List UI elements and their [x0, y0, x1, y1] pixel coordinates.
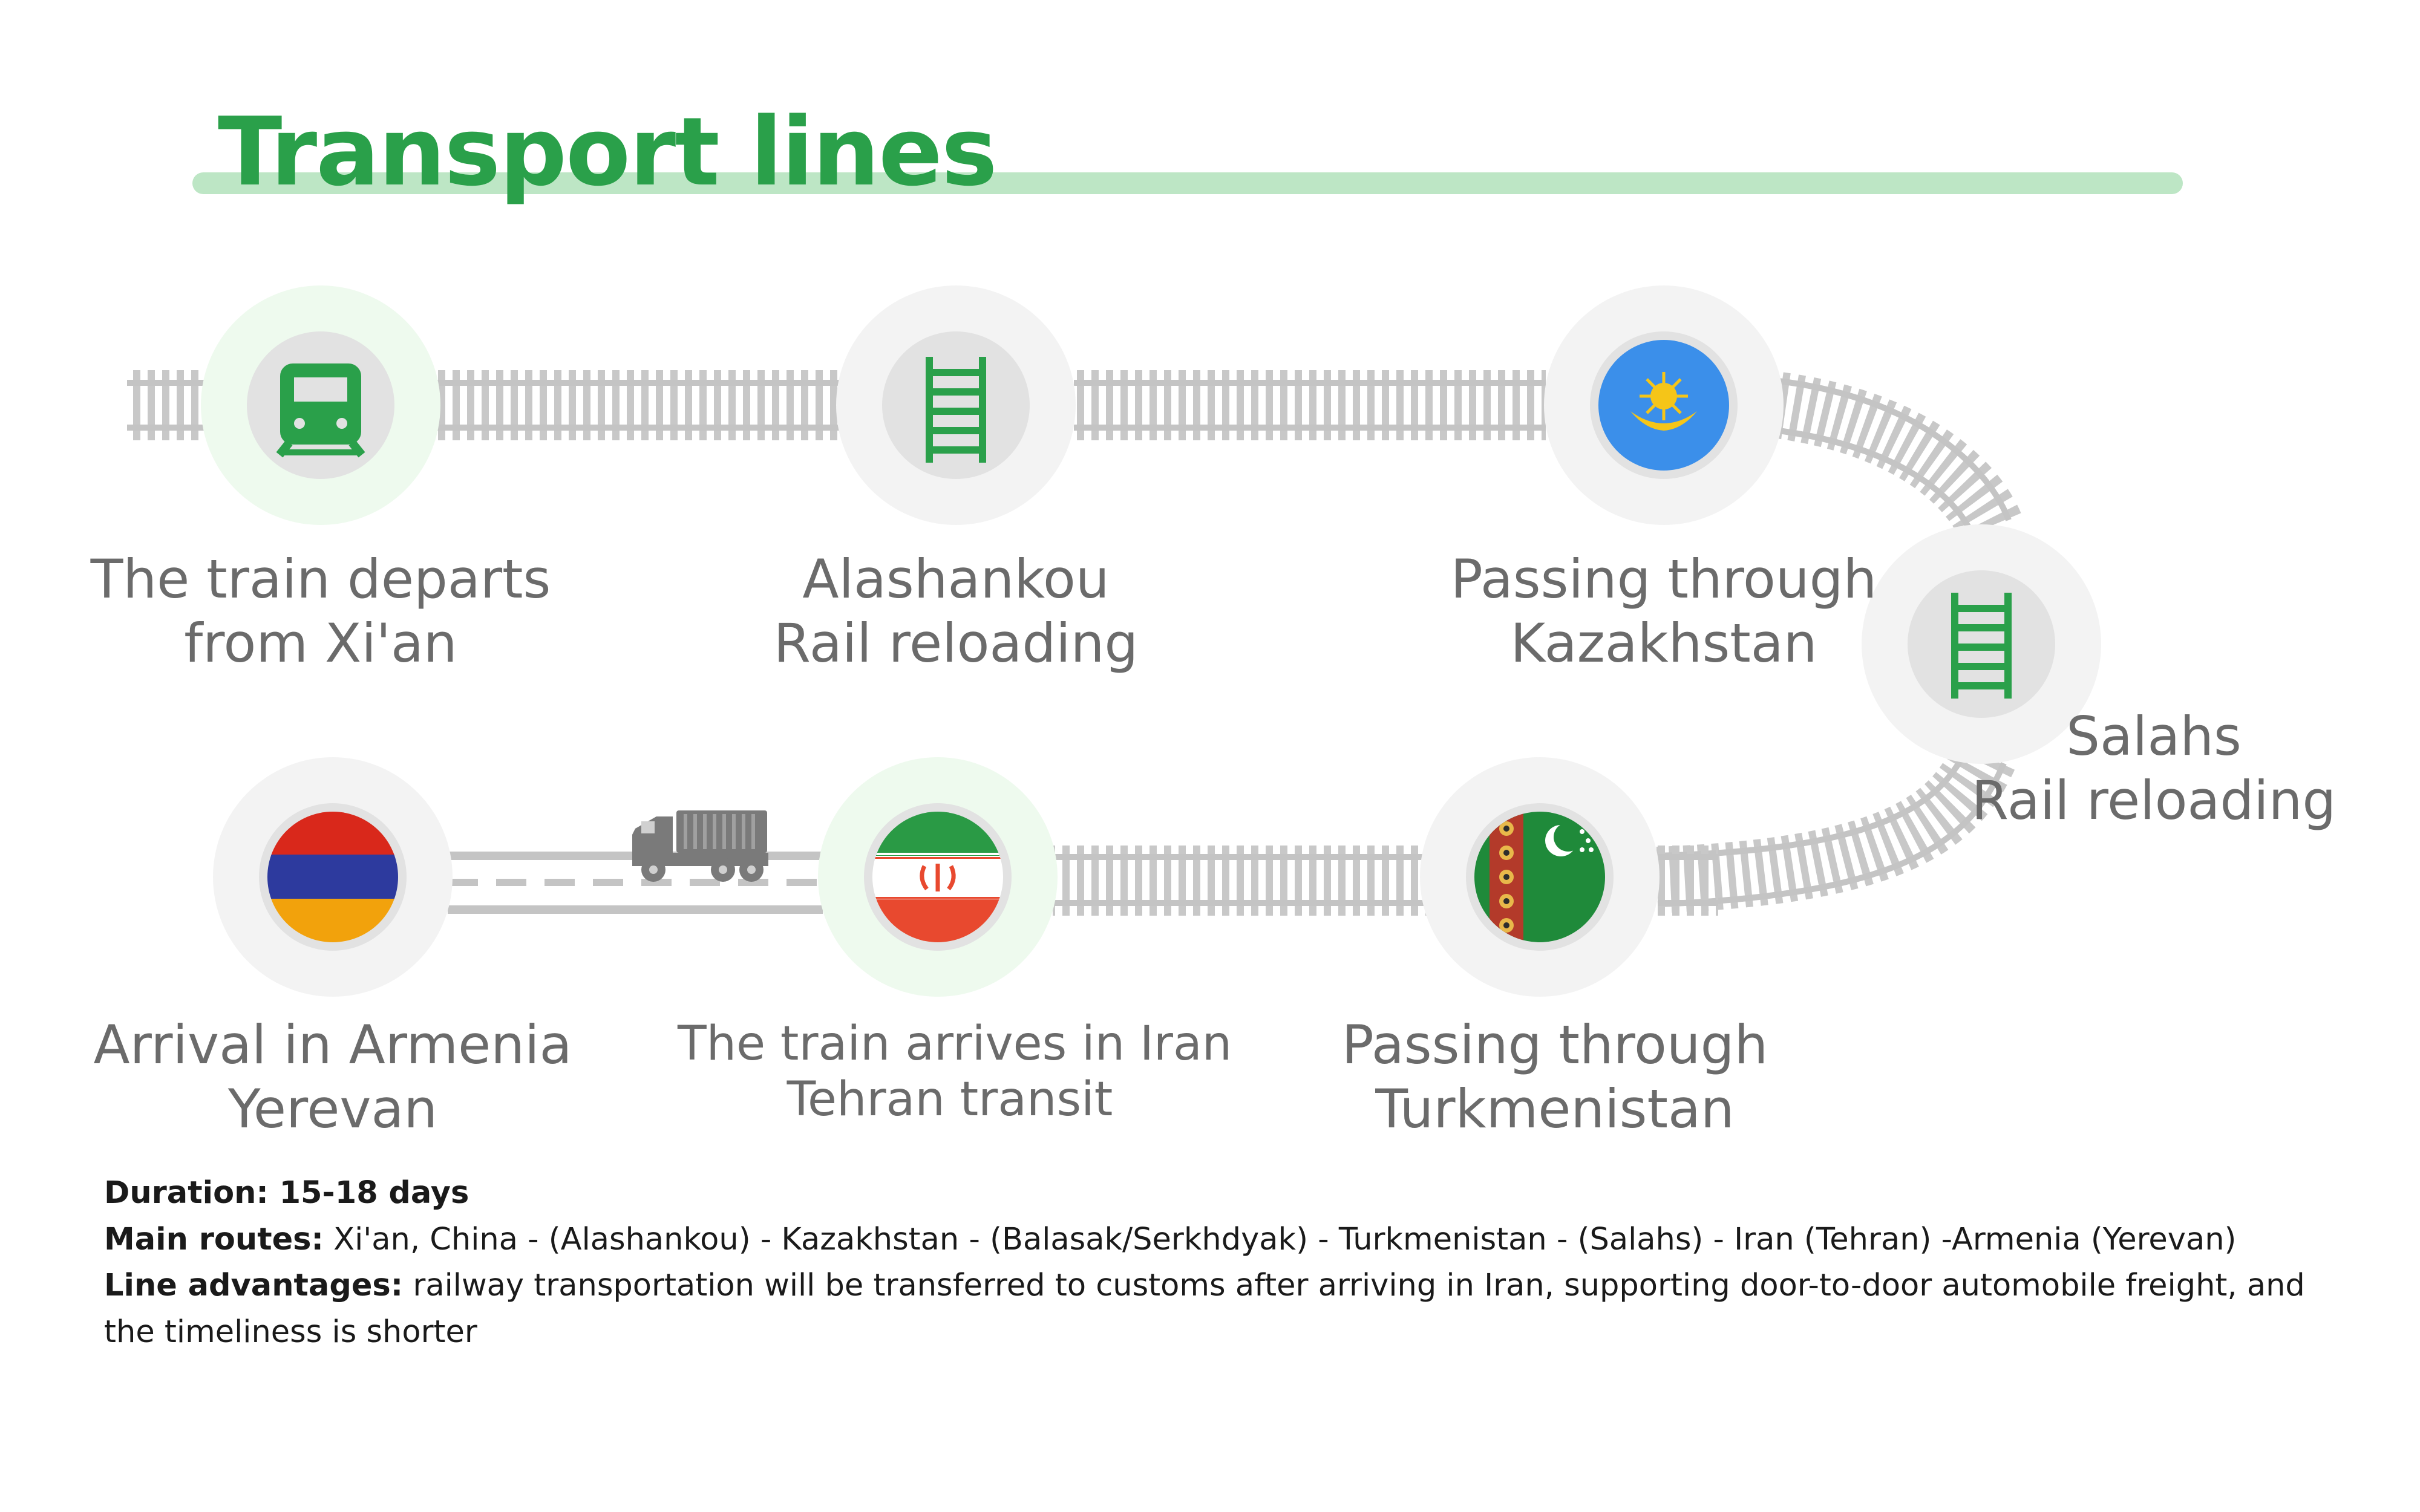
- label-line: Passing through: [1341, 1014, 1768, 1076]
- node-xian: [201, 285, 440, 525]
- routes-label: Main routes:: [104, 1221, 324, 1257]
- label-line: Passing through: [1450, 548, 1877, 610]
- duration-label: Duration: 15-18 days: [104, 1175, 469, 1211]
- label-line: from Xi'an: [184, 611, 457, 674]
- label-line: Tehran transit: [786, 1072, 1113, 1127]
- kazakhstan-flag-icon: [1598, 340, 1729, 471]
- label-line: Yerevan: [227, 1077, 438, 1140]
- label-turkmenistan: Passing through Turkmenistan: [1313, 1013, 1797, 1141]
- label-line: Turkmenistan: [1375, 1077, 1735, 1140]
- rail-curve: [1656, 372, 2021, 913]
- duration-line: Duration: 15-18 days: [104, 1170, 2306, 1217]
- node-turkmenistan: [1420, 757, 1660, 997]
- label-line: Rail reloading: [773, 611, 1139, 674]
- node-iran: [818, 757, 1058, 997]
- label-line: The train departs: [90, 548, 551, 610]
- turkmenistan-flag-icon: [1474, 812, 1605, 942]
- rail-track-icon: [1951, 593, 2012, 699]
- label-kazakhstan: Passing through Kazakhstan: [1422, 547, 1906, 675]
- label-armenia: Arrival in Armenia Yerevan: [91, 1013, 575, 1141]
- node-armenia: [213, 757, 453, 997]
- label-iran: The train arrives in Iran Tehran transit: [678, 1016, 1232, 1127]
- rail-segment-top: [127, 370, 1546, 440]
- routes-text: Xi'an, China - (Alashankou) - Kazakhstan…: [333, 1221, 2237, 1257]
- label-line: Salahs: [2066, 705, 2242, 767]
- page-title: Transport lines: [218, 97, 998, 207]
- routes-line: Main routes: Xi'an, China - (Alashankou)…: [104, 1217, 2306, 1263]
- label-line: Rail reloading: [1971, 769, 2337, 832]
- label-line: The train arrives in Iran: [678, 1017, 1232, 1071]
- advantages-text: railway transportation will be transferr…: [104, 1268, 2305, 1350]
- title-underline: [192, 172, 2183, 194]
- node-alashankou: [836, 285, 1076, 525]
- advantages-label: Line advantages:: [104, 1268, 404, 1303]
- advantages-line: Line advantages: railway transportation …: [104, 1263, 2306, 1355]
- rail-track-icon: [926, 357, 986, 463]
- route-info: Duration: 15-18 days Main routes: Xi'an,…: [104, 1170, 2306, 1355]
- node-salahs: [1862, 524, 2101, 764]
- label-xian: The train departs from Xi'an: [79, 547, 563, 675]
- label-line: Kazakhstan: [1510, 611, 1817, 674]
- node-kazakhstan: [1544, 285, 1784, 525]
- train-icon: [276, 363, 365, 458]
- label-line: Alashankou: [802, 548, 1110, 610]
- label-line: Arrival in Armenia: [93, 1014, 572, 1076]
- rail-segment-bottom: [1053, 846, 1718, 916]
- label-alashankou: Alashankou Rail reloading: [714, 547, 1198, 675]
- truck-icon: [632, 810, 768, 882]
- label-salahs: Salahs Rail reloading: [1942, 705, 2366, 832]
